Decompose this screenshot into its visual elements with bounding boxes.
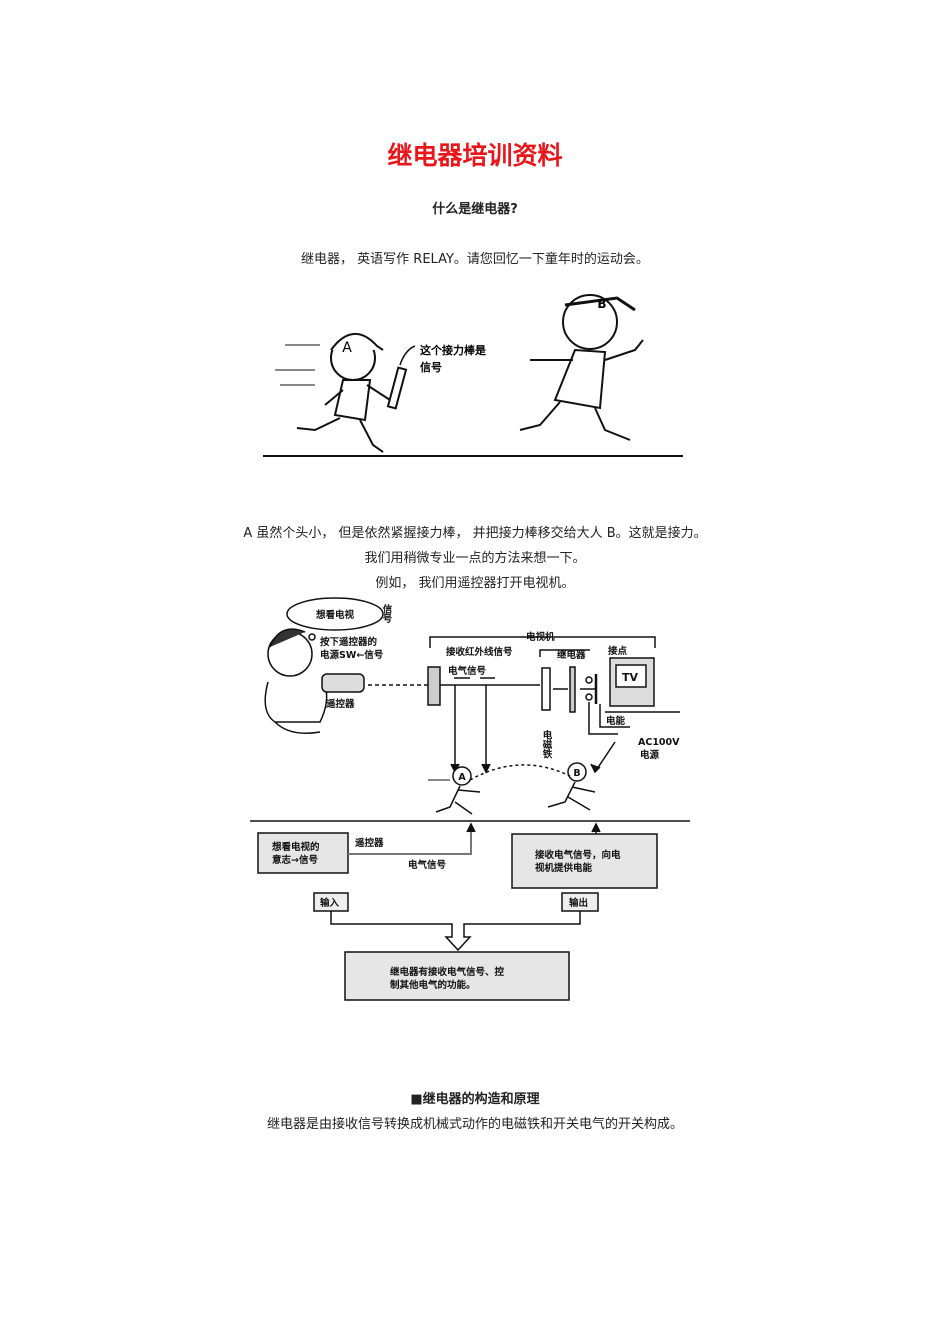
output-box-text: 接收电气信号，向电 xyxy=(535,849,621,861)
intro-text: 继电器， 英语写作 RELAY。请您回忆一下童年时的运动会。 xyxy=(301,252,649,267)
intent-box-text: 想看电视的 xyxy=(271,841,320,853)
runner-a-label: A xyxy=(342,340,352,356)
relay-tv-diagram: 想看电视 信号 按下遥控器的 电源SW←信号 遥控器 电视机 接收红外线信号 电… xyxy=(250,597,690,1001)
function-box-text-line2: 制其他电气的功能。 xyxy=(390,979,476,991)
press-switch-label-line2: 电源SW←信号 xyxy=(320,649,384,661)
function-box-text: 继电器有接收电气信号、控 xyxy=(390,966,505,978)
electric-energy-label: 电能 xyxy=(606,715,626,727)
section-heading: ■继电器的构造和原理 xyxy=(410,1092,540,1107)
press-switch-label: 按下遥控器的 xyxy=(320,636,378,648)
relay-label: 继电器 xyxy=(557,649,586,661)
paragraph: A 虽然个头小， 但是依然紧握接力棒， 并把接力棒移交给大人 B。这就是接力。 xyxy=(243,526,707,541)
baton-caption: 这个接力棒是 xyxy=(420,343,487,357)
remote-label: 遥控器 xyxy=(326,698,355,710)
remote-arrow-label: 遥控器 xyxy=(355,837,384,849)
ir-receive-label: 接收红外线信号 xyxy=(446,646,513,658)
output-label: 输出 xyxy=(569,897,588,909)
intent-box-text-line2: 意志→信号 xyxy=(272,854,318,866)
contact-label: 接点 xyxy=(608,645,628,657)
paragraph: 我们用稍微专业一点的方法来想一下。 xyxy=(364,551,586,566)
runner-a-figure xyxy=(275,333,416,453)
runner-b-label: B xyxy=(573,768,580,779)
electromagnet-label: 电磁铁 xyxy=(541,729,553,759)
tv-screen-label: TV xyxy=(622,671,639,684)
tv-set-label: 电视机 xyxy=(526,631,555,643)
document-title: 继电器培训资料 xyxy=(387,141,563,170)
ac-power-label: AC100V xyxy=(638,737,680,748)
runner-a-label: A xyxy=(458,772,466,783)
output-box-text-line2: 视机提供电能 xyxy=(535,862,593,874)
section-heading: 什么是继电器? xyxy=(432,202,518,217)
function-box xyxy=(344,951,570,1001)
runner-b-label: B xyxy=(597,297,606,311)
ac-power-label-line2: 电源 xyxy=(640,749,660,761)
relay-race-illustration: A B 这个接力棒是 信号 xyxy=(263,294,683,457)
input-label: 输入 xyxy=(320,897,340,909)
signal-vertical-label: 信号 xyxy=(381,603,393,624)
section-text: 继电器是由接收信号转换成机械式动作的电磁铁和开关电气的开关构成。 xyxy=(266,1117,683,1132)
thought-bubble-text: 想看电视 xyxy=(315,609,355,621)
electric-signal-arrow-label: 电气信号 xyxy=(408,859,447,871)
output-box xyxy=(511,833,658,889)
person-with-remote-figure xyxy=(264,597,384,734)
intent-box xyxy=(257,832,349,874)
runner-b-figure xyxy=(519,294,644,441)
baton-caption-line2: 信号 xyxy=(420,360,442,374)
paragraph: 例如， 我们用遥控器打开电视机。 xyxy=(375,576,575,591)
electric-signal-label: 电气信号 xyxy=(448,665,487,677)
